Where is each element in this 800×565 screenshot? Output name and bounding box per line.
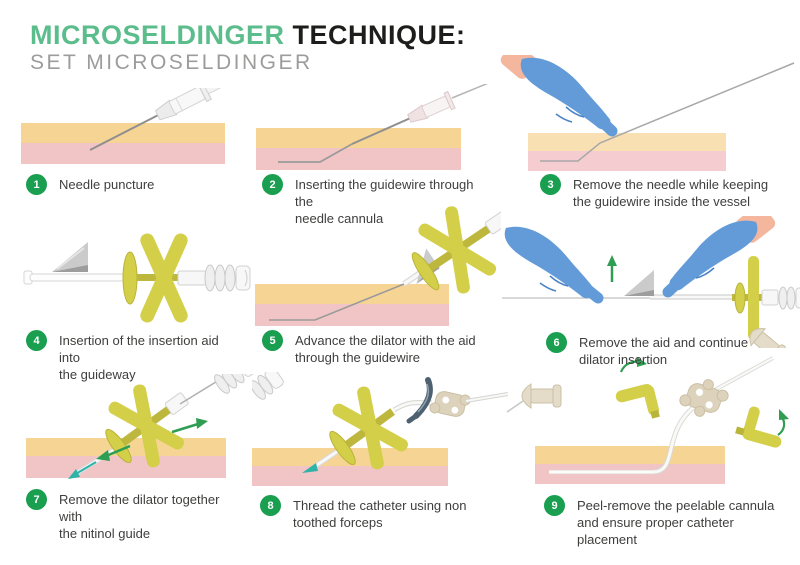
winged-dilator [122, 233, 188, 323]
step-2-caption: 2 Inserting the guidewire through the ne… [262, 174, 487, 227]
stylet-plug-icon [506, 383, 562, 413]
step-6-label: Remove the aid and continue dilator inse… [579, 335, 749, 367]
step-7-label: Remove the dilator together with the nit… [59, 492, 220, 541]
catheter-threading-illustration [252, 372, 508, 486]
insertion-aid-illustration [23, 233, 251, 323]
catheter-curve [652, 401, 700, 474]
catheter-hub [429, 391, 471, 417]
step-6-caption: 6 Remove the aid and continue dilator in… [546, 332, 776, 368]
gloved-hand-left-icon [504, 226, 604, 304]
teal-arrow-icon [68, 461, 97, 479]
ribbed-connector [214, 374, 255, 394]
step-9-label: Peel-remove the peelable cannula and ens… [577, 498, 775, 547]
insertion-aid-wedge [52, 242, 88, 272]
catheter-tip [302, 463, 318, 473]
step-3-label: Remove the needle while keeping the guid… [573, 177, 769, 209]
catheter-hub [679, 379, 729, 417]
step-4-label: Insertion of the insertion aid into the … [59, 333, 219, 382]
step-5-label: Advance the dilator with the aid through… [295, 333, 476, 365]
step-7-caption: 7 Remove the dilator together with the n… [26, 489, 246, 542]
guidewire [269, 283, 405, 321]
step-8-number-badge: 8 [260, 495, 281, 516]
title-rest: TECHNIQUE: [284, 20, 466, 50]
page-subtitle: SET MICROSELDINGER [30, 51, 313, 74]
step-9-number-badge: 9 [544, 495, 565, 516]
tube-up [710, 357, 774, 393]
peel-tab-left [615, 384, 660, 419]
skin-layers [535, 446, 725, 484]
needle-puncture-illustration [21, 88, 225, 164]
step-4-number-badge: 4 [26, 330, 47, 351]
gloved-hand-icon [500, 55, 618, 137]
peel-cannula-illustration [506, 356, 789, 484]
aid-removal-illustration [502, 216, 800, 348]
step-8-label: Thread the catheter using non toothed fo… [293, 498, 467, 530]
step-2-number-badge: 2 [262, 174, 283, 195]
step-1-number-badge: 1 [26, 174, 47, 195]
header: MICROSELDINGER TECHNIQUE: SET MICROSELDI… [30, 20, 466, 75]
removal-arrow-up-icon [171, 418, 208, 434]
guidewire-tail [451, 84, 489, 99]
forceps-icon [406, 377, 433, 424]
peel-arrow-right-icon [777, 409, 789, 436]
step-8-caption: 8 Thread the catheter using non toothed … [260, 495, 480, 531]
insertion-aid-wedge [624, 270, 654, 296]
ribbed-connector [252, 372, 284, 400]
page-title: MICROSELDINGER TECHNIQUE: [30, 20, 466, 50]
syringe-icon [154, 88, 223, 121]
extension-tube [465, 393, 508, 402]
catheter [313, 449, 339, 469]
dilator-advance-illustration [255, 206, 501, 326]
needle-hub-icon [407, 90, 456, 123]
step-3-caption: 3 Remove the needle while keeping the gu… [540, 174, 780, 210]
winged-dilator [329, 386, 408, 470]
step-5-number-badge: 5 [262, 330, 283, 351]
stylet-plug-icon [749, 328, 787, 348]
step-4-caption: 4 Insertion of the insertion aid into th… [26, 330, 241, 383]
winged-dilator [411, 206, 501, 294]
step-9-caption: 9 Peel-remove the peelable cannula and e… [544, 495, 784, 548]
guidewire [540, 62, 795, 162]
step-5-caption: 5 Advance the dilator with the aid throu… [262, 330, 482, 366]
removal-arrow-down-icon [96, 444, 131, 461]
skin-layers [528, 133, 726, 171]
guidewire [278, 143, 353, 163]
peel-tab-right [735, 406, 782, 448]
needle-removal-illustration [500, 55, 795, 171]
skin-layers [21, 123, 225, 164]
guidewire-insertion-illustration [256, 84, 489, 170]
step-7-number-badge: 7 [26, 489, 47, 510]
step-1-caption: 1 Needle puncture [26, 174, 226, 195]
winged-dilator [732, 256, 800, 340]
ribbed-connector [177, 264, 251, 292]
step-2-label: Inserting the guidewire through the need… [295, 177, 474, 226]
winged-dilator [105, 384, 189, 468]
gloved-hand-right-icon [662, 216, 776, 298]
peel-arrow-left-icon [619, 357, 647, 373]
title-highlight: MICROSELDINGER [30, 20, 285, 50]
step-6-number-badge: 6 [546, 332, 567, 353]
step-3-number-badge: 3 [540, 174, 561, 195]
catheter-tube [29, 273, 129, 282]
dilator-removal-illustration [26, 374, 255, 479]
skin-layers [256, 128, 461, 170]
up-arrow-icon [607, 255, 617, 282]
step-1-label: Needle puncture [59, 177, 155, 192]
dilator-core [130, 274, 182, 281]
